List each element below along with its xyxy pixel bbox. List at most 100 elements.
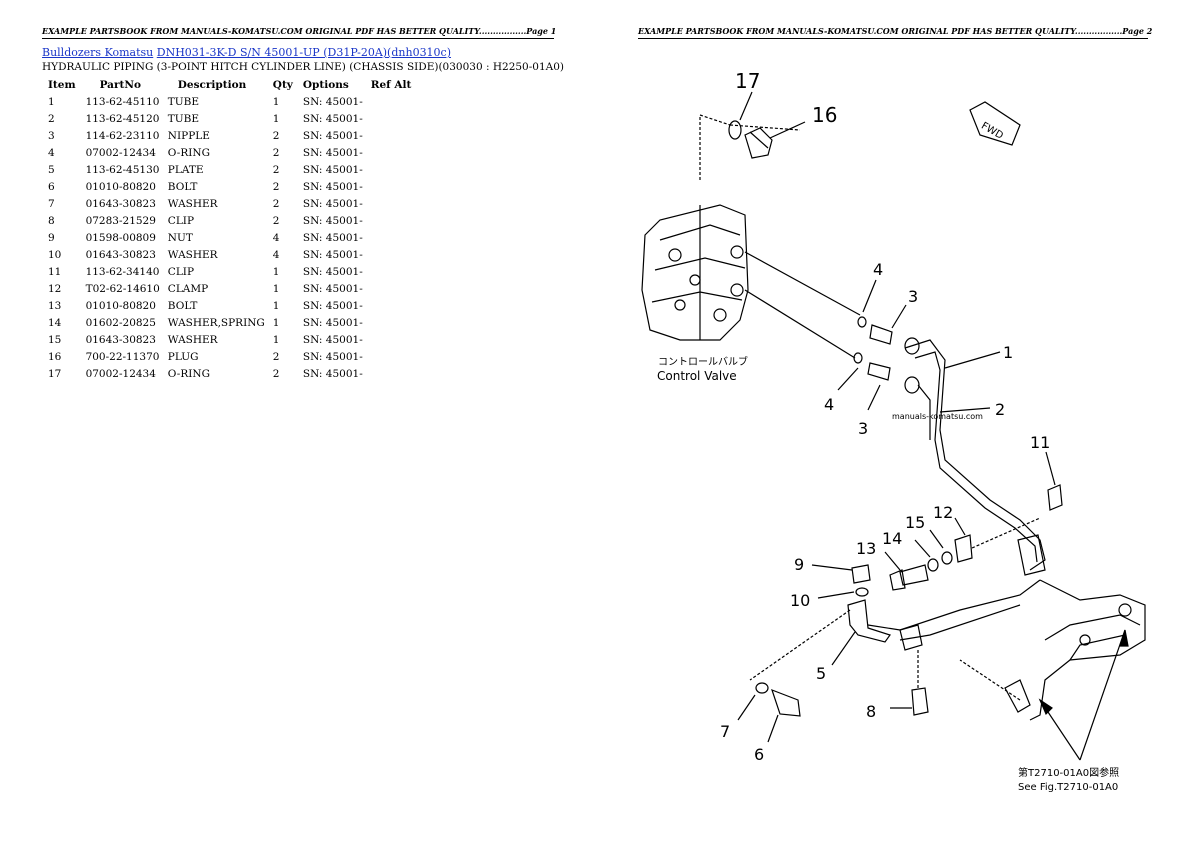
cell-options: SN: 45001- xyxy=(302,350,363,363)
cell-ref-alt xyxy=(367,229,418,246)
control-valve-label-jp: コントロールバルブ xyxy=(658,355,748,368)
column-header-item: Item xyxy=(48,78,76,91)
cell-ref-alt xyxy=(367,161,418,178)
cell-item: 15 xyxy=(48,333,62,346)
cell-partno: 07002-12434 xyxy=(85,146,156,159)
cell-partno: 113-62-45120 xyxy=(85,112,160,125)
cell-description: O-RING xyxy=(167,367,210,380)
cell-qty: 2 xyxy=(272,163,280,176)
control-valve-label-en: Control Valve xyxy=(657,369,737,383)
cell-partno: 114-62-23110 xyxy=(85,129,160,142)
cell-options: SN: 45001- xyxy=(302,146,363,159)
cell-item: 8 xyxy=(48,214,55,227)
page-header-right: EXAMPLE PARTSBOOK FROM MANUALS-KOMATSU.C… xyxy=(638,26,1152,39)
see-fig-label-en: See Fig.T2710-01A0 xyxy=(1018,782,1118,793)
cell-qty: 1 xyxy=(272,299,280,312)
cell-description: WASHER,SPRING xyxy=(167,316,265,329)
cell-partno: 01598-00809 xyxy=(85,231,156,244)
cell-description: CLIP xyxy=(167,214,195,227)
cell-options: SN: 45001- xyxy=(302,112,363,125)
cell-qty: 2 xyxy=(272,146,280,159)
cell-partno: 01643-30823 xyxy=(85,333,156,346)
cell-qty: 1 xyxy=(272,265,280,278)
cell-options: SN: 45001- xyxy=(302,299,363,312)
cell-ref-alt xyxy=(367,93,418,110)
cell-description: BOLT xyxy=(167,180,198,193)
page-subtitle: HYDRAULIC PIPING (3-POINT HITCH CYLINDER… xyxy=(42,61,565,73)
cell-item: 4 xyxy=(48,146,55,159)
cell-qty: 1 xyxy=(272,282,280,295)
cell-partno: 01643-30823 xyxy=(85,197,156,210)
cell-options: SN: 45001- xyxy=(302,265,363,278)
callout-9: 9 xyxy=(794,555,804,574)
callout-11: 11 xyxy=(1030,433,1050,452)
watermark: manuals-komatsu.com xyxy=(892,412,983,421)
cell-qty: 2 xyxy=(272,129,280,142)
cell-options: SN: 45001- xyxy=(302,163,363,176)
parts-diagram-svg: 17 16 4 3 1 4 3 2 11 12 15 14 13 9 10 5 … xyxy=(641,69,1146,793)
cell-options: SN: 45001- xyxy=(302,333,363,346)
cell-qty: 4 xyxy=(272,231,280,244)
breadcrumb-brand-link[interactable]: Bulldozers Komatsu xyxy=(42,46,154,59)
cell-partno: 01010-80820 xyxy=(85,299,156,312)
cell-description: CLAMP xyxy=(167,282,209,295)
cell-description: TUBE xyxy=(167,95,200,108)
cell-item: 14 xyxy=(48,316,62,329)
column-header-description: Description xyxy=(177,78,247,91)
cell-ref-alt xyxy=(367,246,418,263)
callout-14: 14 xyxy=(882,529,902,548)
cell-item: 5 xyxy=(48,163,55,176)
breadcrumb: Bulldozers Komatsu DNH031-3K-D S/N 45001… xyxy=(42,46,451,59)
cell-partno: 07002-12434 xyxy=(85,367,156,380)
callout-13: 13 xyxy=(856,539,876,558)
callout-10: 10 xyxy=(790,591,810,610)
cell-item: 3 xyxy=(48,129,55,142)
callout-15: 15 xyxy=(905,513,925,532)
cell-item: 2 xyxy=(48,112,55,125)
cell-description: CLIP xyxy=(167,265,195,278)
callout-4-bottom: 4 xyxy=(824,395,834,414)
cell-description: PLATE xyxy=(167,163,204,176)
cell-ref-alt xyxy=(367,297,418,314)
cell-ref-alt xyxy=(367,365,418,382)
cell-partno: 113-62-45130 xyxy=(85,163,160,176)
cell-partno: 01643-30823 xyxy=(85,248,156,261)
cell-description: NIPPLE xyxy=(167,129,210,142)
see-fig-label-jp: 第T2710-01A0図参照 xyxy=(1018,766,1119,779)
cell-partno: 01602-20825 xyxy=(85,316,156,329)
cell-qty: 4 xyxy=(272,248,280,261)
cell-partno: 700-22-11370 xyxy=(85,350,160,363)
column-header-options: Options xyxy=(302,78,349,91)
callout-17: 17 xyxy=(735,69,760,93)
callout-3-bottom: 3 xyxy=(858,419,868,438)
cell-item: 17 xyxy=(48,367,62,380)
cell-ref-alt xyxy=(367,331,418,348)
column-header-partno: PartNo xyxy=(99,78,141,91)
cell-options: SN: 45001- xyxy=(302,367,363,380)
callout-12: 12 xyxy=(933,503,953,522)
callout-2: 2 xyxy=(995,400,1005,419)
cell-options: SN: 45001- xyxy=(302,282,363,295)
cell-description: PLUG xyxy=(167,350,199,363)
cell-description: WASHER xyxy=(167,197,218,210)
cell-qty: 1 xyxy=(272,333,280,346)
table-row: 5 113-62-45130 PLATE 2 SN: 45001- xyxy=(44,161,417,178)
cell-ref-alt xyxy=(367,127,418,144)
callout-16: 16 xyxy=(812,103,837,127)
cell-qty: 1 xyxy=(272,112,280,125)
callout-1: 1 xyxy=(1003,343,1013,362)
cell-ref-alt xyxy=(367,178,418,195)
breadcrumb-model-link[interactable]: DNH031-3K-D S/N 45001-UP (D31P-20A)(dnh0… xyxy=(156,46,452,59)
cell-partno: 01010-80820 xyxy=(85,180,156,193)
callout-3-top: 3 xyxy=(908,287,918,306)
cell-qty: 2 xyxy=(272,180,280,193)
